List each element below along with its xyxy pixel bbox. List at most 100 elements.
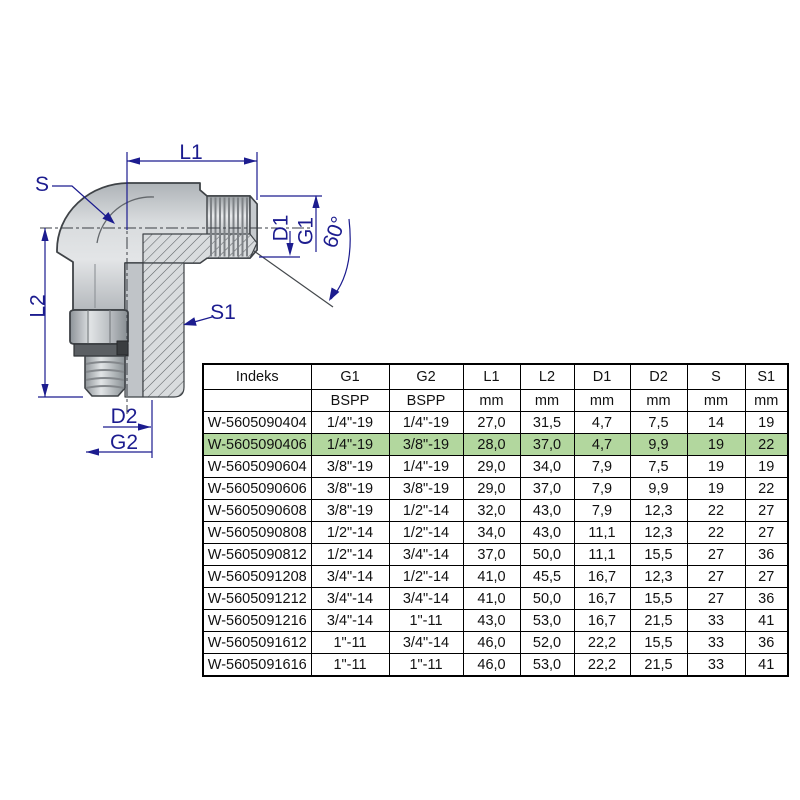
table-cell: 53,0 <box>519 609 575 632</box>
unit-cell: mm <box>629 389 688 412</box>
table-cell: 41,0 <box>462 565 521 588</box>
table-cell: W-5605090604 <box>202 455 312 478</box>
table-cell: 31,5 <box>519 411 575 434</box>
label-l2: L2 <box>26 294 49 317</box>
unit-cell: BSPP <box>310 389 390 412</box>
table-cell: 16,7 <box>573 565 631 588</box>
table-cell: 22 <box>686 521 746 544</box>
table-cell: 3/4"-14 <box>310 565 390 588</box>
s-leader <box>52 185 110 220</box>
table-cell: 1/2"-14 <box>388 565 464 588</box>
table-cell: 37,0 <box>519 477 575 500</box>
unit-cell: mm <box>462 389 521 412</box>
arrow-l2-top <box>41 228 49 241</box>
table-cell: 1/2"-14 <box>388 521 464 544</box>
table-cell: 19 <box>686 477 746 500</box>
label-g1: G1 <box>294 217 317 245</box>
table-cell: 34,0 <box>519 455 575 478</box>
section-hatch-stem <box>142 262 185 398</box>
table-cell: 43,0 <box>519 499 575 522</box>
table-cell: 4,7 <box>573 411 631 434</box>
label-l1: L1 <box>179 141 202 164</box>
arrow-l2-bottom <box>41 384 49 397</box>
table-cell: 1/2"-14 <box>388 499 464 522</box>
table-cell: 1/2"-14 <box>310 543 390 566</box>
arrow-d2-right <box>138 423 151 431</box>
table-cell: W-5605090606 <box>202 477 312 500</box>
table-cell: 27 <box>686 587 746 610</box>
table-cell: 41 <box>744 609 789 632</box>
table-cell: 3/4"-14 <box>388 543 464 566</box>
table-cell: 37,0 <box>519 433 575 456</box>
table-cell: 11,1 <box>573 521 631 544</box>
units-row: BSPP BSPP mm mm mm mm mm mm <box>202 389 789 412</box>
col-header-g1: G1 <box>310 363 390 390</box>
table-cell: 15,5 <box>629 587 688 610</box>
table-cell: 37,0 <box>462 543 521 566</box>
thread-crests-bottom <box>85 361 125 389</box>
table-cell: 1/4"-19 <box>310 433 390 456</box>
label-s: S <box>35 173 49 196</box>
table-cell: 52,0 <box>519 631 575 654</box>
centerlines <box>40 195 310 414</box>
table-cell: 41,0 <box>462 587 521 610</box>
table-cell: 7,9 <box>573 455 631 478</box>
table-cell: 15,5 <box>629 631 688 654</box>
header-row: Indeks G1 G2 L1 L2 D1 D2 S S1 <box>202 363 789 390</box>
col-header-l1: L1 <box>462 363 521 390</box>
table-cell: W-5605091208 <box>202 565 312 588</box>
col-header-l2: L2 <box>519 363 575 390</box>
unit-cell: mm <box>744 389 789 412</box>
arrow-s1-leader <box>183 317 197 326</box>
table-cell: W-5605090404 <box>202 411 312 434</box>
table-cell: W-5605091612 <box>202 631 312 654</box>
table-cell: 27 <box>686 543 746 566</box>
table-cell: 15,5 <box>629 543 688 566</box>
table-cell: 7,9 <box>573 477 631 500</box>
table-cell: W-5605090406 <box>202 433 312 456</box>
table-cell: W-5605091212 <box>202 587 312 610</box>
table-cell: 33 <box>686 631 746 654</box>
table-cell: 12,3 <box>629 565 688 588</box>
thread-crests-right <box>210 197 248 257</box>
table-cell: W-5605090808 <box>202 521 312 544</box>
cone-seat-line <box>253 250 334 308</box>
table-cell: 1"-11 <box>310 653 390 677</box>
table-cell: 36 <box>744 543 789 566</box>
label-g2: G2 <box>110 431 138 454</box>
spec-table-wrap: Indeks G1 G2 L1 L2 D1 D2 S S1 BSPP BSPP … <box>202 363 789 677</box>
table-cell: 43,0 <box>462 609 521 632</box>
table-cell: 19 <box>744 455 789 478</box>
detail-lines <box>40 195 334 414</box>
table-cell: 29,0 <box>462 477 521 500</box>
table-cell: 46,0 <box>462 631 521 654</box>
table-cell: W-5605090812 <box>202 543 312 566</box>
arrow-g2-left <box>86 448 99 456</box>
unit-cell: mm <box>573 389 631 412</box>
table-cell: 53,0 <box>519 653 575 677</box>
table-cell: 22,2 <box>573 653 631 677</box>
label-d1: D1 <box>269 215 292 242</box>
unit-cell <box>202 389 312 412</box>
arrow-d1-down <box>286 243 294 256</box>
table-cell: 4,7 <box>573 433 631 456</box>
table-cell: 41 <box>744 653 789 677</box>
table-cell: 7,9 <box>573 499 631 522</box>
table-cell: 9,9 <box>629 477 688 500</box>
table-cell: 21,5 <box>629 609 688 632</box>
table-cell: 36 <box>744 631 789 654</box>
arrow-l1-left <box>127 157 140 165</box>
lock-nut <box>69 309 129 345</box>
col-header-s: S <box>686 363 746 390</box>
table-cell: 3/8"-19 <box>388 433 464 456</box>
table-cell: 19 <box>686 455 746 478</box>
table-cell: 14 <box>686 411 746 434</box>
